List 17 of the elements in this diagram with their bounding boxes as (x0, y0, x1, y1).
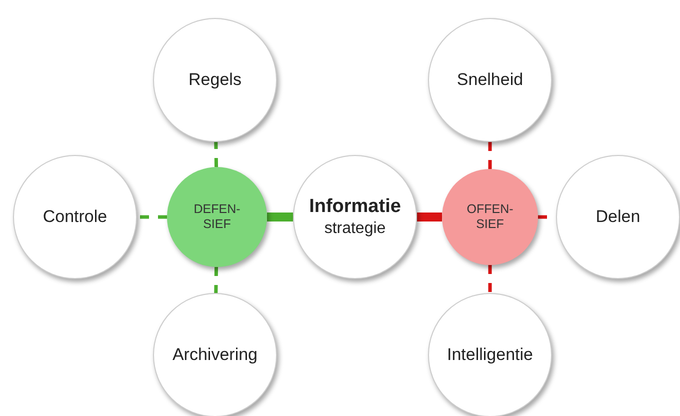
node-title: Informatie (309, 196, 401, 219)
node-label: Regels (188, 70, 242, 90)
connector-line (137, 215, 167, 219)
connector-line (267, 212, 293, 222)
connector-line (417, 212, 442, 222)
node-label: Snelheid (456, 70, 524, 90)
node-label: Intelligentie (446, 344, 533, 366)
connector-line (214, 142, 218, 168)
node-label: Archivering (172, 344, 258, 366)
connector-line (488, 142, 492, 169)
node-label: DEFEN- SIEF (192, 202, 242, 232)
connector-line (488, 265, 492, 293)
node-label: Delen (596, 206, 640, 228)
node-label: Controle (42, 206, 108, 228)
node-subtitle: strategie (324, 218, 386, 238)
connector-line (214, 266, 218, 294)
node-label: OFFEN- SIEF (466, 202, 514, 232)
